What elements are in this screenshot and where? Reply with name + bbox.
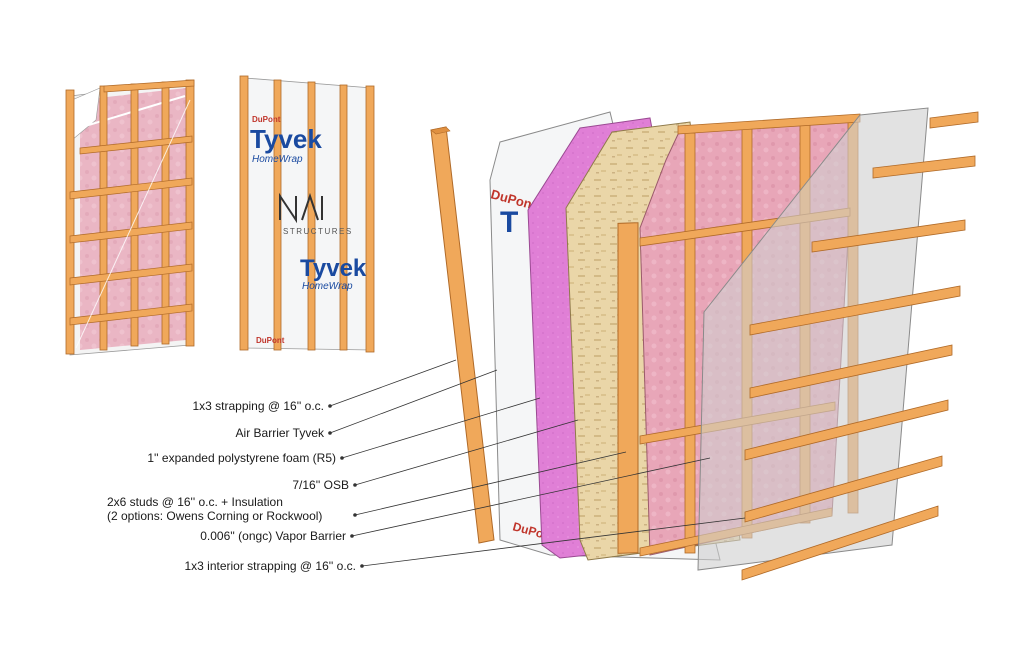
label-osb: 7/16'' OSB xyxy=(292,478,349,492)
interior-strapping-boards xyxy=(741,111,979,581)
label-exterior-strapping: 1x3 strapping @ 16'' o.c. xyxy=(192,399,324,413)
tyvek-logo-small: DuPont xyxy=(252,115,281,124)
tyvek-sub-bottom: HomeWrap xyxy=(302,281,353,292)
tyvek-layer-t: T xyxy=(500,206,518,239)
structures-logo-icon xyxy=(279,192,323,224)
label-eps-foam: 1'' expanded polystyrene foam (R5) xyxy=(147,451,336,465)
tyvek-brand-top: Tyvek xyxy=(250,124,322,154)
leader-lines xyxy=(329,359,746,567)
stud-front-left xyxy=(617,222,639,554)
tyvek-logo-small-2: DuPont xyxy=(256,336,285,345)
tyvek-brand-bottom: Tyvek xyxy=(300,255,367,282)
label-studs-options: (2 options: Owens Corning or Rockwool) xyxy=(107,509,323,523)
exterior-strapping-board xyxy=(430,126,495,544)
exploded-assembly: DuPont T DuPont xyxy=(430,107,979,581)
label-vapor-barrier: 0.006'' (ongc) Vapor Barrier xyxy=(200,529,346,543)
tyvek-sub-top: HomeWrap xyxy=(252,154,303,165)
small-framed-wall xyxy=(65,79,195,356)
label-interior-strapping: 1x3 interior strapping @ 16'' o.c. xyxy=(184,559,356,573)
small-tyvek-wall: DuPont Tyvek HomeWrap STRUCTURES Tyvek H… xyxy=(239,75,375,353)
leader-dots xyxy=(328,404,364,568)
structures-watermark: STRUCTURES xyxy=(283,227,353,236)
label-studs-insulation: 2x6 studs @ 16'' o.c. + Insulation xyxy=(107,495,283,509)
label-air-barrier-tyvek: Air Barrier Tyvek xyxy=(235,426,324,440)
